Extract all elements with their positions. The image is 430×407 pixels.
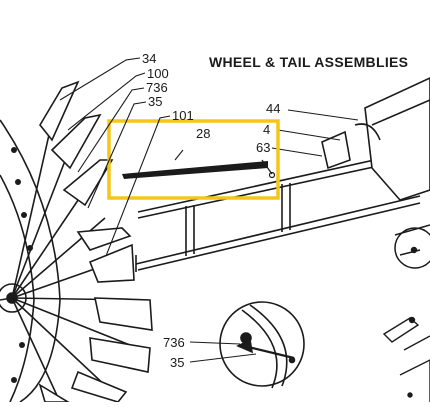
leader-101 — [105, 115, 171, 257]
wheel-bolts — [11, 147, 33, 383]
blade — [76, 227, 132, 251]
hub-ring — [0, 174, 35, 403]
callout-35: 35 — [148, 94, 162, 109]
spoke — [11, 297, 61, 403]
spoke — [0, 297, 13, 301]
blade — [39, 80, 80, 142]
callout-34: 34 — [142, 51, 156, 66]
blade — [89, 337, 151, 373]
leader-35-detail — [189, 353, 257, 363]
callout-100: 100 — [147, 66, 169, 81]
spoke — [11, 297, 111, 391]
callout-leaders-right — [271, 109, 359, 157]
tail-rail-lower — [135, 195, 421, 265]
blade — [50, 113, 102, 170]
leader-44 — [287, 109, 359, 121]
tail-vane — [321, 77, 430, 201]
callout-63: 63 — [256, 140, 270, 155]
spoke — [11, 297, 131, 346]
callout-28: 28 — [196, 126, 210, 141]
blade — [94, 297, 153, 331]
tail-rail-lower-edge — [137, 202, 421, 271]
tail-bracket — [321, 130, 351, 170]
leader-34 — [59, 57, 141, 101]
diagram-title: WHEEL & TAIL ASSEMBLIES — [209, 54, 408, 70]
callout-736: 736 — [146, 80, 168, 95]
vane-body — [364, 77, 430, 201]
leader-4 — [277, 129, 341, 141]
leader-736-detail — [189, 341, 241, 345]
callout-35-detail: 35 — [170, 355, 184, 370]
bolt-detail — [219, 301, 305, 389]
callout-736-detail: 736 — [163, 335, 185, 350]
leader-100 — [67, 72, 146, 131]
blade — [88, 243, 135, 283]
leader-736 — [77, 87, 145, 173]
callout-4: 4 — [263, 122, 270, 137]
blade — [62, 159, 114, 207]
detail-magnifier — [219, 301, 305, 387]
part-28-rod — [122, 149, 276, 179]
governor-detail — [394, 224, 430, 269]
wheel-blades — [38, 80, 153, 403]
leader-28 — [174, 149, 184, 161]
callout-leaders-left — [59, 57, 171, 257]
hardware-detail-right — [382, 316, 430, 402]
rod-28 — [122, 161, 268, 179]
callout-101: 101 — [172, 108, 194, 123]
leader-63 — [271, 147, 323, 157]
leader-35 — [87, 101, 147, 209]
inner-ring — [0, 119, 61, 403]
blade — [70, 370, 128, 403]
callout-44: 44 — [266, 101, 280, 116]
callout-leaders-bottom — [189, 341, 257, 363]
